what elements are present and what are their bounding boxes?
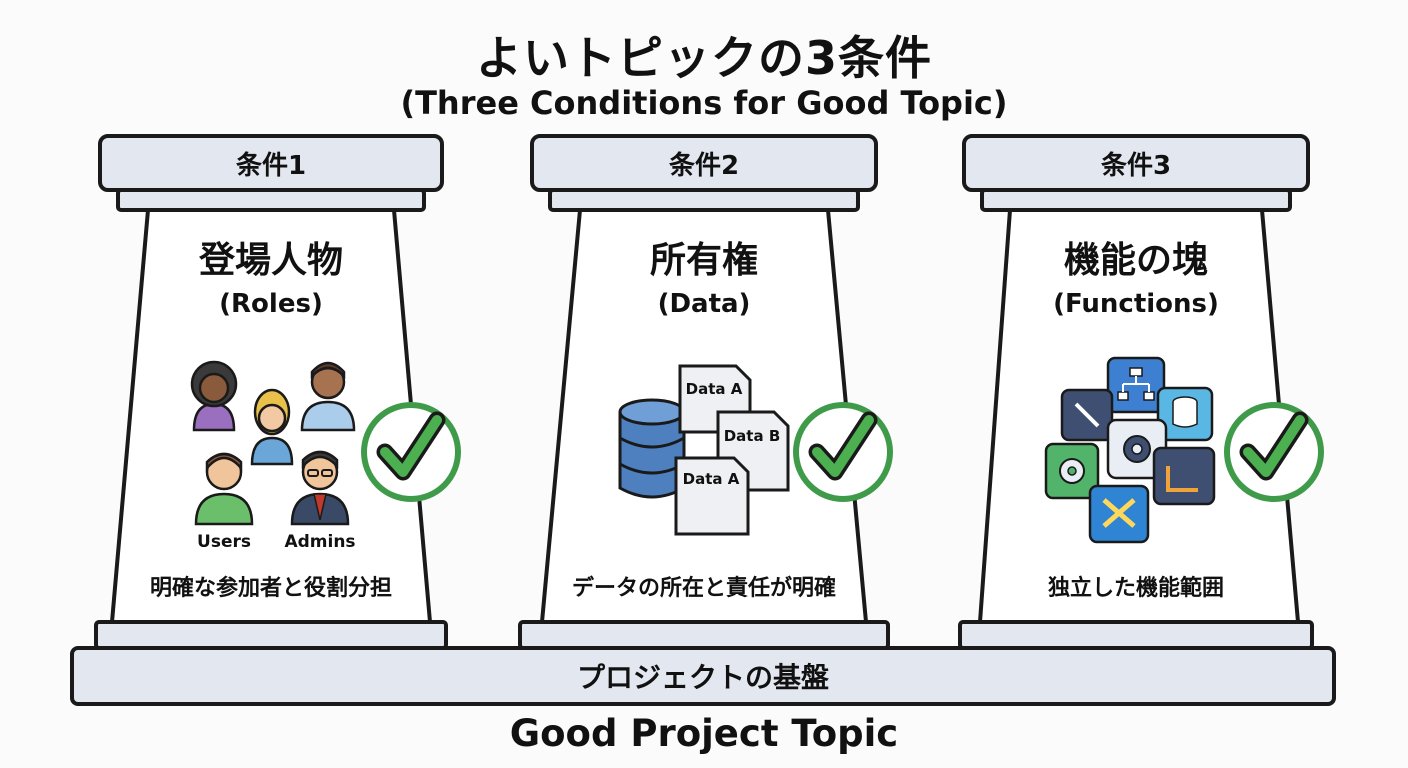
- pillar-2-heading: 所有権: [650, 240, 758, 281]
- document-icon-3: Data A: [674, 456, 750, 536]
- pillar-3: 条件3 機能の塊 (Functions) 独立した機能範囲: [958, 134, 1324, 650]
- foundation-label: プロジェクトの基盤: [577, 661, 830, 694]
- admins-label: Admins: [284, 532, 355, 552]
- users-label: Users: [197, 532, 251, 552]
- function-blocks-icon: [1044, 356, 1216, 544]
- foundation-slab: プロジェクトの基盤: [70, 646, 1336, 706]
- pillar-3-caption: 独立した機能範囲: [1048, 575, 1224, 601]
- pillar-2-caption: データの所在と責任が明確: [572, 575, 836, 601]
- foundation-caption: Good Project Topic: [509, 712, 899, 755]
- pillar-1-subheading: (Roles): [219, 289, 323, 319]
- pillar-1-label: 条件1: [236, 151, 306, 181]
- pillar-2-label: 条件2: [669, 151, 739, 181]
- pillar-2: 条件2 所有権 (Data) データの所在と責任が明確 Data A Data …: [518, 134, 893, 650]
- pillar-1: 条件1 登場人物 (Roles) 明確な参加者と役割分担: [94, 134, 461, 650]
- document-label-3: Data A: [683, 470, 740, 488]
- pillar-3-label: 条件3: [1101, 151, 1171, 181]
- pillar-2-subheading: (Data): [658, 289, 751, 319]
- check-icon-3: [1224, 402, 1324, 502]
- pillar-1-heading: 登場人物: [198, 240, 343, 281]
- people-icon: [190, 360, 356, 526]
- pillar-3-heading: 機能の塊: [1064, 240, 1208, 281]
- page-title: よいトピックの3条件: [475, 31, 932, 85]
- check-icon-1: [361, 402, 461, 502]
- database-icon: [618, 398, 686, 499]
- document-label-1: Data A: [686, 380, 743, 398]
- pillar-3-subheading: (Functions): [1053, 289, 1219, 319]
- check-icon-2: [793, 402, 893, 502]
- document-label-2: Data B: [724, 427, 781, 445]
- pillar-1-caption: 明確な参加者と役割分担: [150, 575, 392, 601]
- page-subtitle: (Three Conditions for Good Topic): [400, 84, 1008, 122]
